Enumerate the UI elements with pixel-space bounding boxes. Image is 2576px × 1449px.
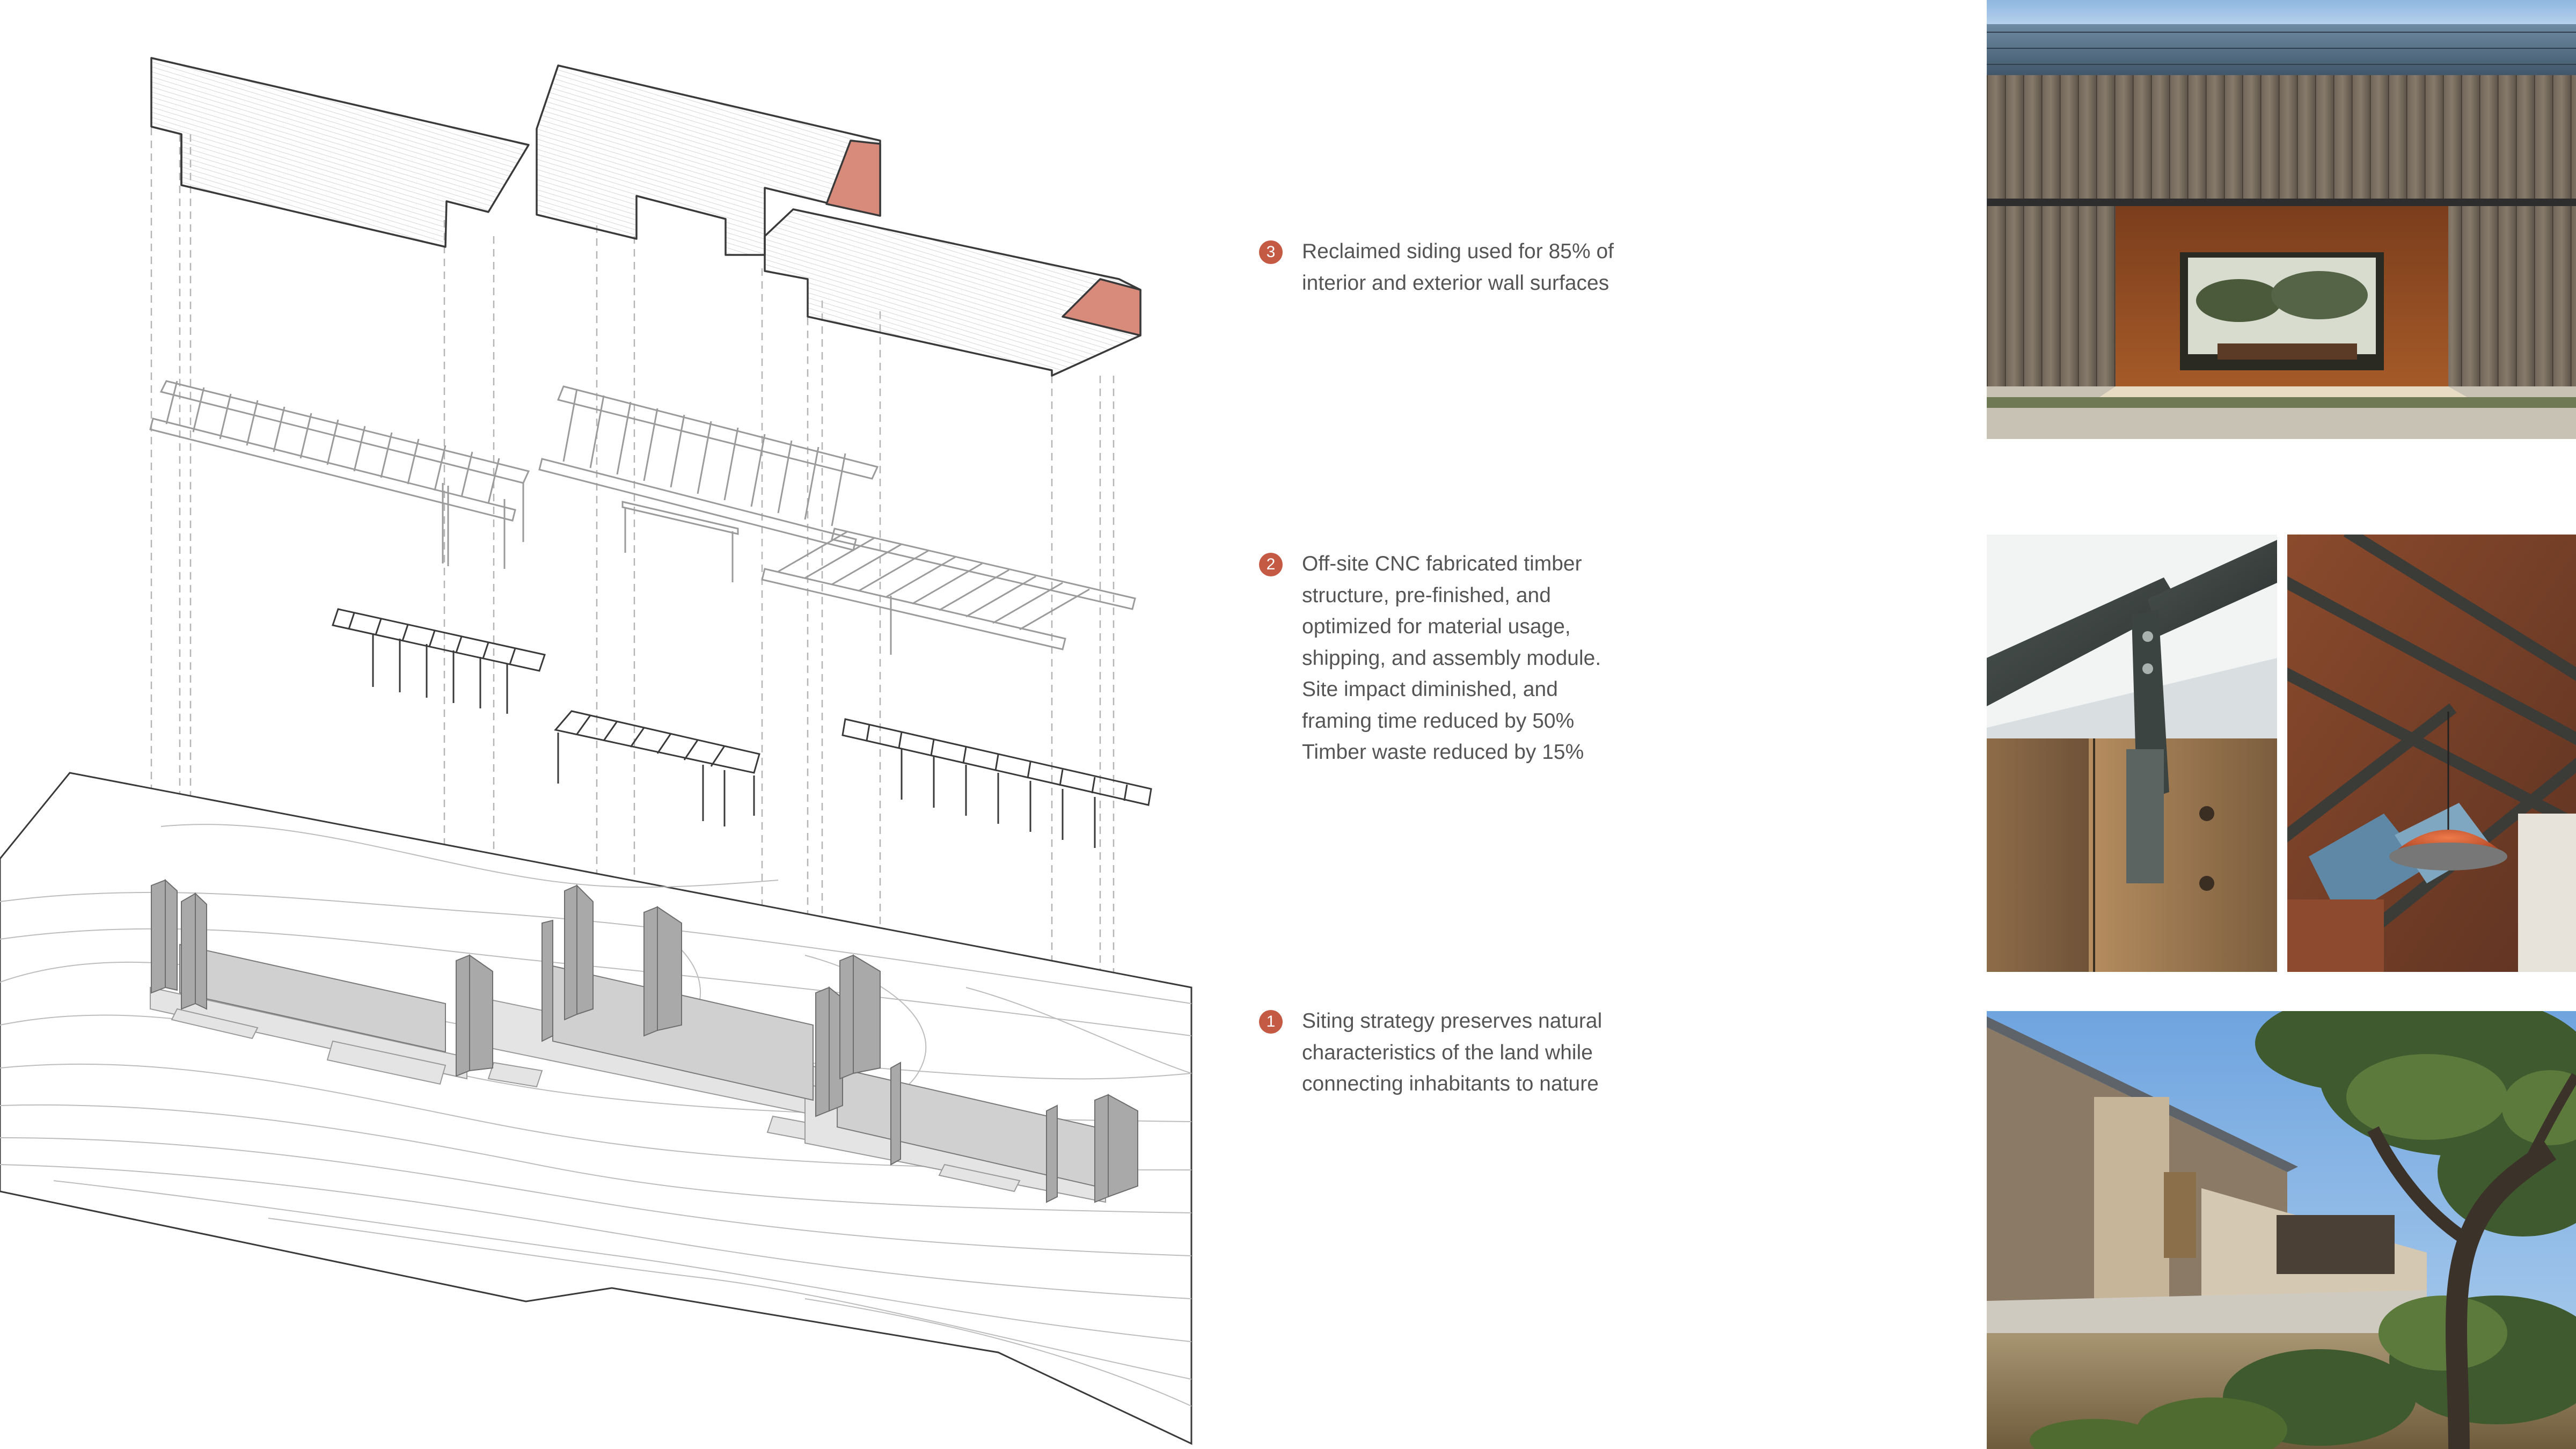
callout-text: Off-site CNC fabricated timber structure… [1302,548,1667,769]
beam-frame-2 [554,710,760,826]
callout-note-1: 1 Siting strategy preserves natural char… [1259,1006,1667,1100]
callout-text: Reclaimed siding used for 85% of interio… [1302,236,1667,299]
timber-frame-3 [761,528,1136,655]
callout-note-3: 3 Reclaimed siding used for 85% of inter… [1259,236,1667,299]
callout-line: Site impact diminished, and [1302,678,1558,701]
callout-number-badge: 1 [1259,1010,1283,1034]
callout-line: Siting strategy preserves natural [1302,1009,1602,1033]
callout-text: Siting strategy preserves natural charac… [1302,1006,1667,1100]
photo-barn-door-opening [1987,0,2576,439]
site-topography [0,772,1192,1445]
callout-line: Off-site CNC fabricated timber [1302,552,1582,575]
callout-line: interior and exterior wall surfaces [1302,271,1609,295]
callout-line: shipping, and assembly module. [1302,646,1601,670]
timber-frame-1 [149,380,530,569]
timber-frame-2 [538,385,879,582]
callout-line: framing time reduced by 50% [1302,709,1575,733]
callout-number-badge: 3 [1259,240,1283,264]
callout-note-2: 2 Off-site CNC fabricated timber structu… [1259,548,1667,769]
callout-number-badge: 2 [1259,553,1283,576]
photo-steel-timber-connection [1987,535,2277,972]
beam-frame-1 [332,608,546,714]
photo-courtyard-under-oak-trees [1987,1011,2576,1449]
roof-module-3 [764,208,1141,377]
callout-line: connecting inhabitants to nature [1302,1072,1599,1095]
exploded-axonometric-diagram [0,57,1192,1445]
callout-line: optimized for material usage, [1302,615,1571,638]
photo-timber-ceiling-with-pendant [2287,535,2576,972]
callout-line: characteristics of the land while [1302,1041,1593,1064]
callout-line: structure, pre-finished, and [1302,583,1551,607]
callout-line: Timber waste reduced by 15% [1302,741,1584,764]
beam-frame-3 [841,718,1152,848]
callout-line: Reclaimed siding used for 85% of [1302,240,1614,263]
roof-module-1 [150,57,530,248]
roof-module-2 [536,64,881,256]
